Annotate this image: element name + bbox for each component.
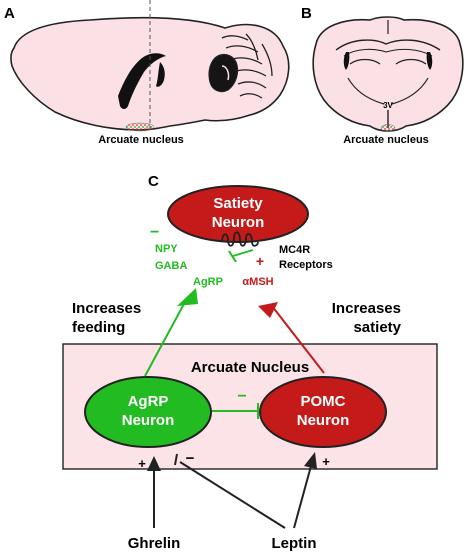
panel-a-label: A bbox=[4, 5, 15, 22]
agrp-neuron bbox=[84, 376, 212, 448]
hippocampus-contour bbox=[347, 58, 429, 105]
cerebellum-lobe bbox=[208, 53, 239, 93]
agrp-inhibition-bar bbox=[228, 250, 237, 263]
ghrelin-arrowhead bbox=[147, 456, 161, 471]
coronal-brain-outline bbox=[312, 16, 464, 132]
ventricle-branch bbox=[156, 62, 165, 87]
lateral-ventricle bbox=[118, 53, 166, 109]
pomc-synapse-terminal bbox=[258, 302, 278, 318]
left-ventricle bbox=[343, 52, 350, 70]
increases-satiety-line1: Increases bbox=[332, 300, 401, 317]
arcuate-box-title: Arcuate Nucleus bbox=[191, 359, 309, 376]
agrp-pomc-minus: − bbox=[237, 388, 246, 405]
increases-feeding-line1: Increases bbox=[72, 300, 141, 317]
agrp-neuron-line2: Neuron bbox=[122, 412, 175, 429]
panel-b-caption: Arcuate nucleus bbox=[343, 134, 429, 146]
pomc-projection-line bbox=[271, 305, 325, 374]
pomc-neuron-line1: POMC bbox=[301, 393, 346, 410]
mc4r-label-line2: Receptors bbox=[279, 259, 333, 271]
agrp-projection-line bbox=[144, 301, 186, 377]
leptin-to-pomc-line bbox=[293, 465, 312, 529]
agrp-neuron-line1: AgRP bbox=[128, 393, 169, 410]
cerebellum-lobe-inner bbox=[221, 65, 230, 81]
agrp-peptide-label: AgRP bbox=[193, 276, 223, 288]
panel-a-caption: Arcuate nucleus bbox=[98, 134, 184, 146]
corpus-callosum-inner bbox=[343, 48, 433, 57]
pomc-neuron bbox=[259, 376, 387, 448]
ghrelin-plus-sign: + bbox=[138, 456, 146, 471]
leptin-minus-sign: − bbox=[186, 450, 195, 467]
arcuate-nucleus-marker-a bbox=[125, 122, 155, 132]
panel-a: A Arcuate nucleus bbox=[4, 0, 290, 146]
pomc-neuron-line2: Neuron bbox=[297, 412, 350, 429]
satiety-neuron-line2: Neuron bbox=[212, 214, 265, 231]
panel-c: C Arcuate Nucleus Satiety Neuron − NPY G… bbox=[62, 173, 438, 552]
ghrelin-label: Ghrelin bbox=[128, 535, 181, 552]
cerebellum-folia bbox=[221, 33, 273, 99]
ventricle-label: 3V bbox=[383, 101, 393, 110]
satiety-neuron-line1: Satiety bbox=[213, 195, 263, 212]
leptin-plus-sign: + bbox=[322, 454, 330, 469]
panel-b: B 3V Arcuate nucleus bbox=[301, 5, 464, 146]
agrp-synapse-terminal bbox=[177, 288, 198, 306]
leptin-inhibition-bar bbox=[174, 453, 178, 466]
msh-label: αMSH bbox=[242, 276, 273, 288]
increases-satiety-line2: satiety bbox=[353, 319, 401, 336]
arcuate-nucleus-marker-b bbox=[380, 124, 396, 132]
corpus-callosum bbox=[335, 39, 441, 51]
leptin-to-agrp-line bbox=[179, 461, 286, 529]
panel-b-label: B bbox=[301, 5, 312, 22]
satiety-neuron bbox=[167, 185, 309, 243]
msh-plus-sign: + bbox=[256, 253, 264, 269]
increases-feeding-line2: feeding bbox=[72, 319, 125, 336]
leptin-label: Leptin bbox=[272, 535, 317, 552]
leptin-arrowhead bbox=[304, 452, 317, 469]
panel-c-label: C bbox=[148, 173, 159, 190]
gaba-label: GABA bbox=[155, 260, 187, 272]
agrp-to-receptor-line bbox=[232, 249, 254, 257]
mc4r-receptor-icon bbox=[221, 231, 259, 247]
mc4r-label-line1: MC4R bbox=[279, 244, 310, 256]
right-ventricle bbox=[426, 52, 433, 70]
npy-minus-sign: − bbox=[150, 224, 159, 241]
npy-label: NPY bbox=[155, 243, 178, 255]
